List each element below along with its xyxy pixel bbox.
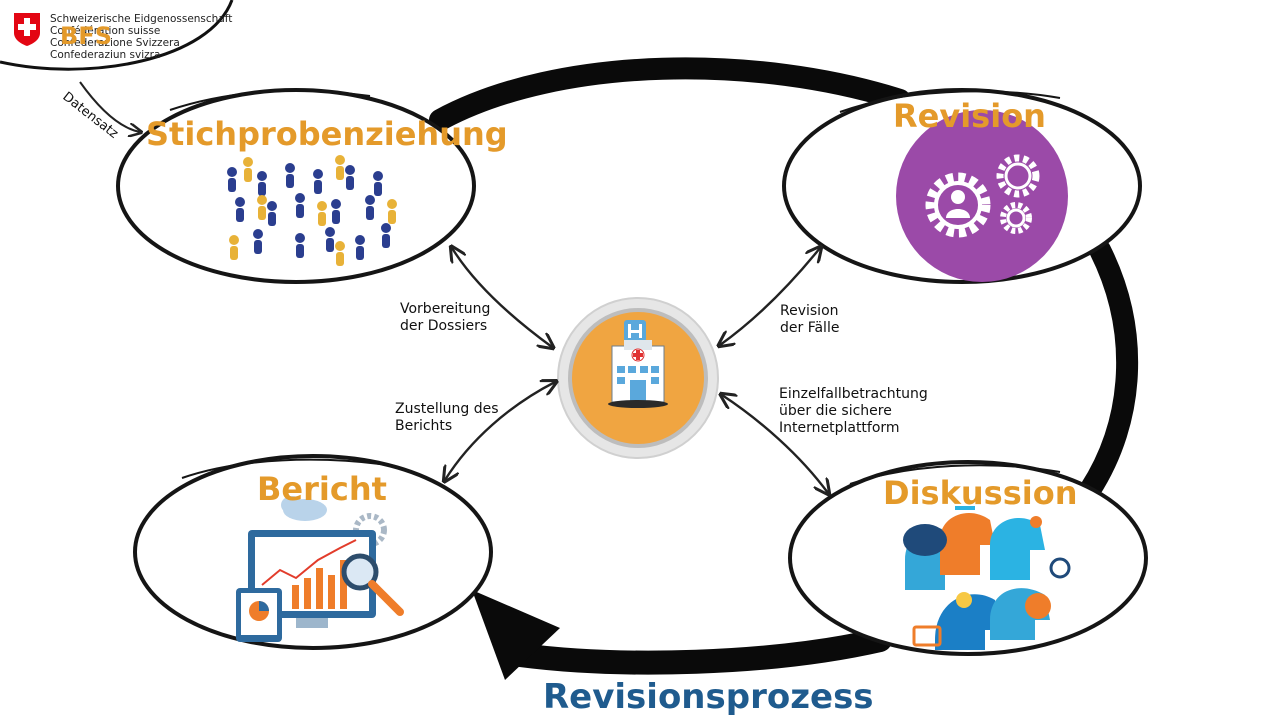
connector-arrows (445, 248, 828, 493)
label-zustellung-2: Berichts (395, 418, 452, 434)
report-analytics-icon (236, 496, 404, 642)
label-einzelfall-2: über die sichere (779, 403, 892, 419)
people-crowd-icon (227, 155, 397, 266)
discussion-heads-icon (903, 506, 1071, 650)
label-vorbereitung-1: Vorbereitung (400, 301, 490, 317)
federal-logo: Schweizerische Eidgenossenschaft Confédé… (0, 0, 234, 71)
arrow-revision-center (720, 248, 820, 345)
label-zustellung-1: Zustellung des (395, 401, 499, 417)
arrow-bericht-center (445, 382, 555, 480)
diskussion-heading: Diskussion (883, 474, 1077, 512)
bfs-overlay: BFS (60, 22, 112, 50)
datensatz-connector: Datensatz (60, 81, 140, 142)
revision-circle (896, 110, 1068, 282)
label-revision-faelle-2: der Fälle (780, 320, 839, 336)
arrow-diskussion-center (722, 395, 828, 493)
logo-line-4: Confederaziun svizra (50, 49, 160, 61)
logo-line-3: Confederazione Svizzera (50, 37, 180, 49)
node-stichprobenziehung: Stichprobenziehung (116, 88, 508, 284)
hospital-building-icon (608, 320, 668, 408)
arrow-stichprobe-center (452, 248, 552, 347)
datensatz-label: Datensatz (60, 89, 121, 142)
gears-user-icon (925, 154, 1040, 238)
hospital-center (557, 297, 719, 459)
label-vorbereitung-2: der Dossiers (400, 318, 487, 334)
revision-heading: Revision (893, 97, 1046, 135)
stichprobenziehung-heading: Stichprobenziehung (146, 115, 508, 153)
bericht-heading: Bericht (257, 470, 387, 508)
logo-line-1: Schweizerische Eidgenossenschaft (50, 13, 232, 25)
label-einzelfall-3: Internetplattform (779, 420, 900, 436)
node-diskussion: Diskussion (788, 460, 1148, 656)
label-einzelfall-1: Einzelfallbetrachtung (779, 386, 928, 402)
diagram-title: Revisionsprozess (543, 677, 874, 717)
node-bericht: Bericht (133, 454, 493, 650)
logo-line-2: Confédération suisse (50, 25, 160, 37)
label-revision-faelle-1: Revision (780, 303, 839, 319)
cycle-arrow (429, 57, 1139, 680)
node-revision: Revision (782, 88, 1142, 284)
